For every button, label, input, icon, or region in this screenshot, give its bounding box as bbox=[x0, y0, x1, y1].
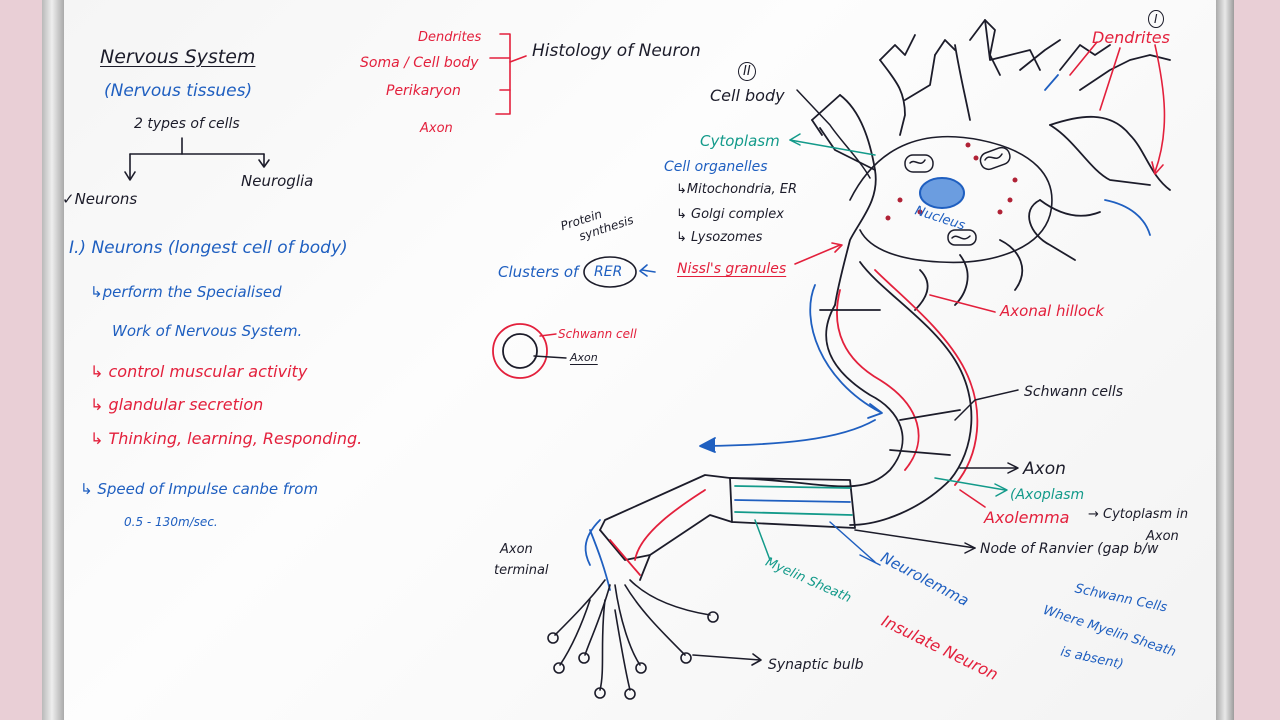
axonal-hillock-label: Axonal hillock bbox=[1000, 302, 1105, 320]
roman-one: I bbox=[1148, 10, 1164, 28]
hist-dendrites: Dendrites bbox=[418, 30, 482, 45]
axoplasm-label: (Axoplasm bbox=[1010, 487, 1085, 503]
axon-terminal-label-1: Axon bbox=[500, 542, 533, 557]
axon-body bbox=[729, 261, 979, 526]
roman-two: II bbox=[738, 62, 756, 81]
board-surface bbox=[64, 0, 1216, 720]
classification-tree bbox=[124, 137, 270, 181]
soma-outline bbox=[849, 135, 1053, 264]
subtitle-nervous-tissues: (Nervous tissues) bbox=[104, 81, 253, 101]
perform-line-1: ↳perform the Specialised bbox=[90, 283, 282, 301]
axon-terminals bbox=[547, 579, 762, 700]
title-nervous-system: Nervous System bbox=[100, 46, 256, 68]
neurons-heading: I.) Neurons (longest cell of body) bbox=[69, 238, 348, 258]
two-types-label: 2 types of cells bbox=[134, 116, 240, 132]
leader-arrows bbox=[796, 89, 1019, 554]
dendrite-tree bbox=[811, 19, 1171, 311]
teal-leaders bbox=[754, 133, 1008, 561]
cytoplasm-label: Cytoplasm bbox=[700, 132, 780, 150]
speed-line-1: ↳ Speed of Impulse canbe from bbox=[80, 480, 319, 498]
axon-small-label: Axon bbox=[570, 351, 598, 364]
perform-line-2: Work of Nervous System. bbox=[112, 322, 303, 340]
axon-terminal-label-2: terminal bbox=[494, 563, 549, 578]
board-frame-right bbox=[1216, 0, 1234, 720]
function-glandular: ↳ glandular secretion bbox=[90, 395, 264, 414]
dendrites-label: Dendrites bbox=[1092, 28, 1170, 47]
blue-arrows bbox=[584, 74, 1151, 566]
cytoplasm-axon-label: Axon bbox=[1146, 529, 1179, 544]
lysozomes-label: ↳ Lysozomes bbox=[676, 230, 763, 245]
histology-bracket bbox=[489, 33, 527, 115]
myelin-segment bbox=[729, 477, 856, 529]
cell-organelles-label: Cell organelles bbox=[664, 159, 768, 175]
function-thinking: ↳ Thinking, learning, Responding. bbox=[90, 429, 363, 448]
nucleus-shape bbox=[919, 177, 965, 209]
hist-perikaryon: Perikaryon bbox=[386, 83, 461, 99]
function-muscular: ↳ control muscular activity bbox=[90, 362, 308, 381]
golgi-label: ↳ Golgi complex bbox=[676, 207, 784, 222]
hist-axon: Axon bbox=[420, 121, 453, 136]
schwann-cell-label: Schwann cell bbox=[558, 327, 637, 341]
histology-title: Histology of Neuron bbox=[532, 41, 701, 61]
rer-oval bbox=[583, 256, 637, 288]
schwann-cross-section bbox=[492, 323, 567, 379]
nissl-dots bbox=[885, 142, 1018, 221]
axon-label: Axon bbox=[1023, 459, 1066, 479]
schwann-cells-label: Schwann cells bbox=[1024, 384, 1124, 400]
red-arrows bbox=[794, 41, 1166, 508]
neurons-label: ✓Neurons bbox=[62, 190, 138, 208]
mitochondria-label: ↳Mitochondria, ER bbox=[676, 182, 798, 197]
synaptic-bulb-label: Synaptic bulb bbox=[768, 657, 864, 673]
speed-line-2: 0.5 - 130m/sec. bbox=[124, 515, 218, 529]
distal-axon bbox=[589, 474, 733, 591]
cell-body-label: Cell body bbox=[710, 86, 785, 105]
hist-soma: Soma / Cell body bbox=[360, 55, 479, 71]
clusters-label: Clusters of bbox=[498, 263, 579, 281]
board-frame-left bbox=[42, 0, 64, 720]
mitochondria bbox=[904, 146, 1011, 246]
neuroglia-label: Neuroglia bbox=[241, 172, 314, 190]
node-of-ranvier-label: Node of Ranvier (gap b/w bbox=[980, 541, 1159, 557]
nissl-label: Nissl's granules bbox=[677, 261, 787, 277]
rer-label: RER bbox=[594, 264, 623, 280]
axolemma-label: Axolemma bbox=[984, 508, 1070, 527]
cytoplasm-in-label: → Cytoplasm in bbox=[1088, 507, 1189, 522]
